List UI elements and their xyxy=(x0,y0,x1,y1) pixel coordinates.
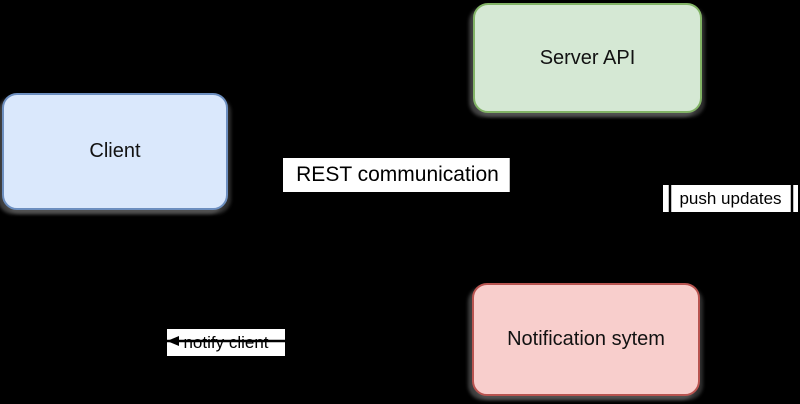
arrowhead-into-notification-left-icon xyxy=(458,335,472,347)
edge-label-push-updates: push updates xyxy=(663,185,798,212)
node-client-label: Client xyxy=(89,140,141,162)
node-notification-system-label: Notification sytem xyxy=(507,328,665,350)
edge-label-rest-communication: REST communication xyxy=(283,158,512,192)
arrowhead-into-notification-right-icon xyxy=(702,335,715,347)
edge-notify-client xyxy=(113,210,458,343)
edge-label-notify-client: notify client xyxy=(167,329,285,356)
node-server-api-label: Server API xyxy=(539,46,636,69)
edge-label-bg-rest xyxy=(283,158,512,192)
node-client: Client xyxy=(2,93,228,210)
node-notification-system: Notification sytem xyxy=(472,283,700,396)
edge-client-to-server xyxy=(228,54,459,154)
edge-label-rest-text: REST communication xyxy=(296,163,499,186)
edge-label-push-text: push updates xyxy=(679,188,782,208)
arrowhead-into-server-icon xyxy=(458,50,472,62)
node-server-api: Server API xyxy=(473,3,702,113)
edge-label-notify-text: notify client xyxy=(183,332,269,352)
